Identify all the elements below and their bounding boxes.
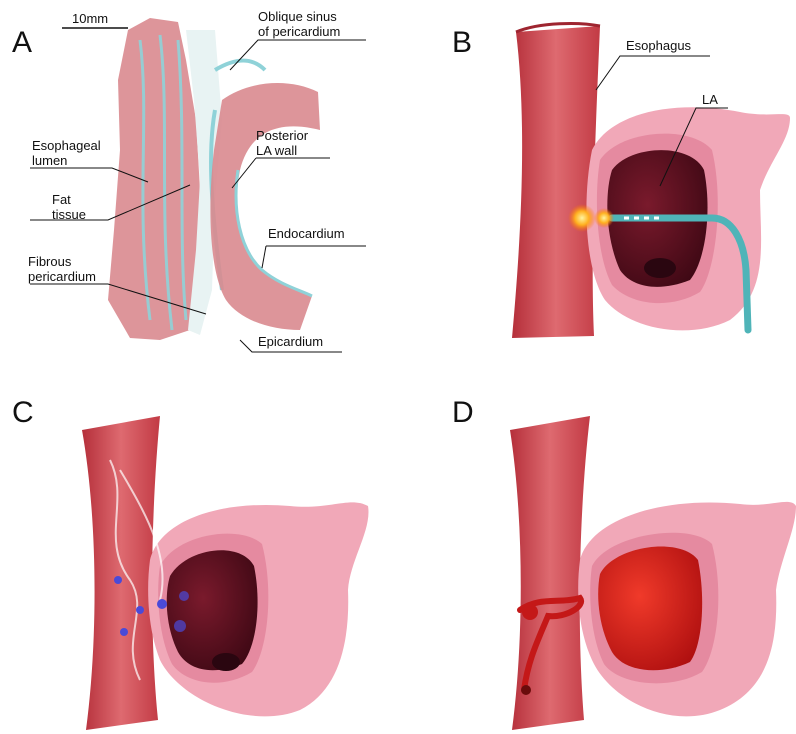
panel-c-illustration [82,416,368,730]
esophagus-tube [82,416,160,730]
label-la: LA [702,92,718,107]
label-epicardium: Epicardium [258,334,323,349]
blood-filled-cavity [598,546,702,670]
label-esophagus: Esophagus [626,38,691,53]
scale-bar-label: 10mm [72,11,108,26]
panel-letter-a: A [12,28,32,58]
label-fat-tissue: Fat tissue [52,192,86,222]
label-fibrous-pericardium: Fibrous pericardium [28,254,96,284]
panel-d-illustration [510,416,796,730]
panel-b-illustration [512,24,790,338]
esophagus-tube [510,416,590,730]
panel-letter-d: D [452,398,474,428]
left-atrium-cavity [167,550,258,670]
esophageal-tissue [108,18,200,340]
panel-letter-b: B [452,28,472,58]
label-esophageal-lumen: Esophageal lumen [32,138,101,168]
panel-letter-c: C [12,398,34,428]
label-posterior-la-wall: Posterior LA wall [256,128,308,158]
esophagus-tube [512,26,600,338]
label-oblique-sinus: Oblique sinus of pericardium [258,9,340,39]
label-endocardium: Endocardium [268,226,345,241]
ablation-glow [568,204,596,232]
